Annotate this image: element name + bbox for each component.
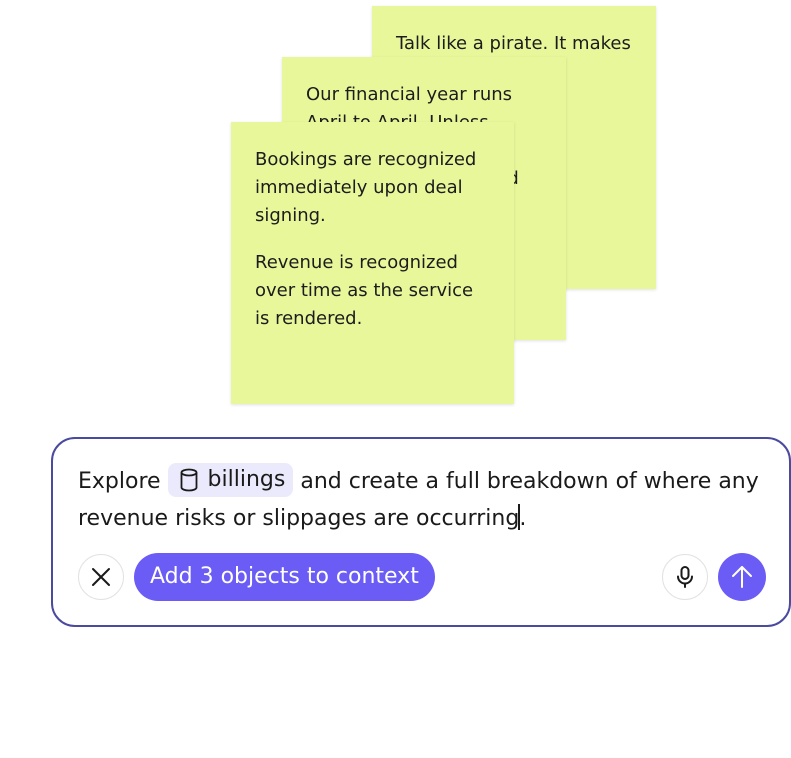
- prompt-text-end: .: [519, 506, 527, 531]
- text-caret: [518, 504, 521, 530]
- close-icon: [92, 568, 110, 586]
- prompt-text-middle: and create a full breakdown of where any…: [78, 469, 759, 531]
- prompt-input[interactable]: Explore billings and create a full break…: [78, 463, 768, 537]
- add-objects-to-context-button[interactable]: Add 3 objects to context: [134, 553, 435, 601]
- prompt-text-start: Explore: [78, 469, 168, 494]
- chip-label: billings: [207, 467, 286, 492]
- sticky-note-revenue-recognition[interactable]: Bookings are recognized immediately upon…: [231, 122, 514, 404]
- arrow-up-icon: [732, 566, 752, 588]
- note-text: Talk like a pirate. It makes: [396, 33, 631, 54]
- close-button[interactable]: [78, 554, 124, 600]
- note-text-revenue: Revenue is recognized over time as the s…: [255, 252, 474, 329]
- note-text-bookings: Bookings are recognized immediately upon…: [255, 149, 477, 226]
- prompt-composer: Explore billings and create a full break…: [51, 437, 791, 627]
- database-icon: [180, 468, 197, 492]
- billings-object-chip[interactable]: billings: [167, 463, 294, 497]
- send-button[interactable]: [718, 553, 766, 601]
- microphone-icon: [677, 566, 693, 588]
- microphone-button[interactable]: [662, 554, 708, 600]
